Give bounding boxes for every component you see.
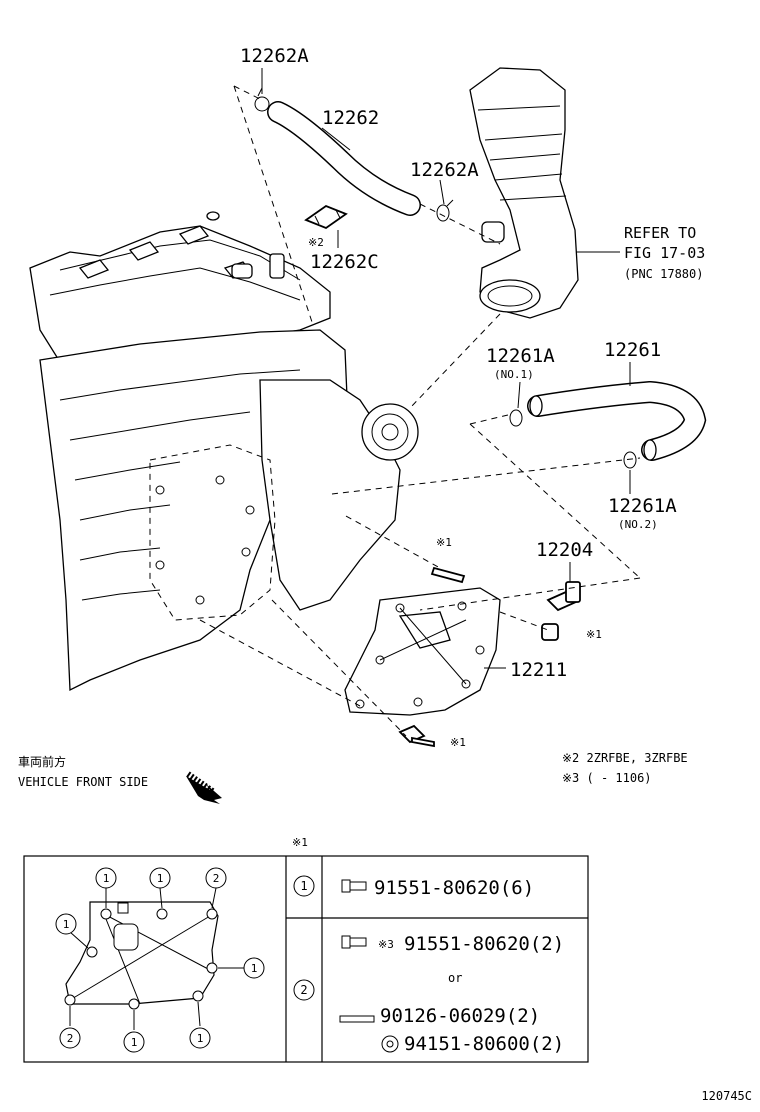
callout-number: 2 [67, 1032, 74, 1045]
clamp-12261a-no1 [509, 409, 523, 427]
callout-number: 1 [197, 1032, 204, 1045]
refer-line-1: REFER TO [624, 224, 696, 242]
row1-number: 1 [300, 879, 307, 893]
callout-number: 1 [251, 962, 258, 975]
guide-lines [199, 85, 641, 737]
label-12211: 12211 [510, 659, 567, 681]
row2-number: 2 [300, 983, 307, 997]
stud-icon [339, 1015, 375, 1023]
label-12261a-bottom: 12261A [608, 495, 677, 517]
clamp-12262a-right [436, 199, 454, 222]
label-12262a-top: 12262A [240, 45, 309, 67]
note-3: ※3 ( - 1106) [562, 771, 652, 785]
leader-lines [261, 68, 631, 669]
mark1-stud: ※1 [436, 536, 452, 549]
table-header-mark: ※1 [292, 836, 308, 849]
water-inlet-12211 [344, 587, 501, 716]
label-12262: 12262 [322, 107, 379, 129]
hose-12261 [527, 380, 707, 461]
air-intake-hose [469, 67, 579, 319]
row2-or: or [448, 971, 462, 985]
hose-12262 [267, 101, 421, 216]
row2-part-c: 94151-80600(2) [404, 1033, 564, 1055]
mark1-nut: ※1 [586, 628, 602, 641]
mark1-bolt: ※1 [450, 736, 466, 749]
callout-number: 2 [213, 872, 220, 885]
stud-bolt [430, 566, 466, 584]
clamp-12261a-no2 [623, 451, 637, 469]
bolt-icon [341, 879, 367, 893]
callout-number: 1 [131, 1036, 138, 1049]
label-12262a-right: 12262A [410, 159, 479, 181]
callout-number: 1 [63, 918, 70, 931]
bolt-table: ※1 1 91551-80620(6) 2 ※3 91551-80620(2) … [23, 836, 589, 1063]
nut-icon [381, 1035, 399, 1053]
note-2: ※2 2ZRFBE, 3ZRFBE [562, 751, 688, 765]
label-12261a-top-sub: (NO.1) [494, 368, 534, 381]
figure-id: 120745C [701, 1089, 752, 1103]
clamp-12262a-top [254, 87, 270, 112]
label-12261a-bottom-sub: (NO.2) [618, 518, 658, 531]
bolt-bottom [398, 724, 435, 748]
sensor-12204 [546, 581, 581, 612]
label-12261: 12261 [604, 339, 661, 361]
refer-line-3: (PNC 17880) [624, 267, 703, 281]
refer-line-2: FIG 17-03 [624, 244, 705, 262]
inlet-bolt-position-sketch: 1 1 2 1 1 2 1 1 [55, 867, 265, 1053]
row2-part-a: 91551-80620(2) [404, 933, 564, 955]
row2-note3-mark: ※3 [378, 938, 394, 951]
nut-12211 [541, 623, 559, 641]
row2-part-b: 90126-06029(2) [380, 1005, 540, 1027]
direction-arrow-icon [186, 771, 222, 804]
bolt-icon [341, 935, 367, 949]
callout-number: 1 [103, 872, 110, 885]
label-12262c: 12262C [310, 251, 379, 273]
label-12261a-top: 12261A [486, 345, 555, 367]
note2-mark: ※2 [308, 236, 324, 249]
clamp-12262c [304, 204, 348, 230]
row1-part-number: 91551-80620(6) [374, 877, 534, 899]
callout-number: 1 [157, 872, 164, 885]
direction-jp: 車両前方 [18, 754, 66, 769]
direction-en: VEHICLE FRONT SIDE [18, 775, 148, 789]
engine-block-illustration [29, 211, 419, 692]
label-12204: 12204 [536, 539, 593, 561]
